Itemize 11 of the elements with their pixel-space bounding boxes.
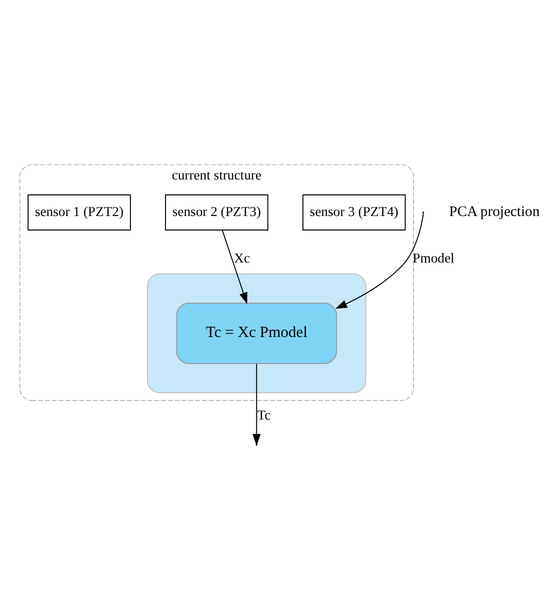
edge-label: Xc — [234, 250, 250, 266]
node-box: sensor 2 (PZT3) — [165, 194, 268, 230]
edge-label: Tc — [257, 407, 271, 422]
arrow — [335, 213, 424, 309]
cluster — [146, 273, 366, 394]
node-box: sensor 1 (PZT2) — [28, 194, 131, 230]
label: PCA projection — [449, 204, 540, 220]
node-box: Tc = Xc Pmodel — [176, 302, 338, 364]
edge-label: Pmodel — [412, 250, 454, 266]
node-box: sensor 3 (PZT4) — [302, 194, 406, 230]
arrow — [222, 230, 248, 304]
